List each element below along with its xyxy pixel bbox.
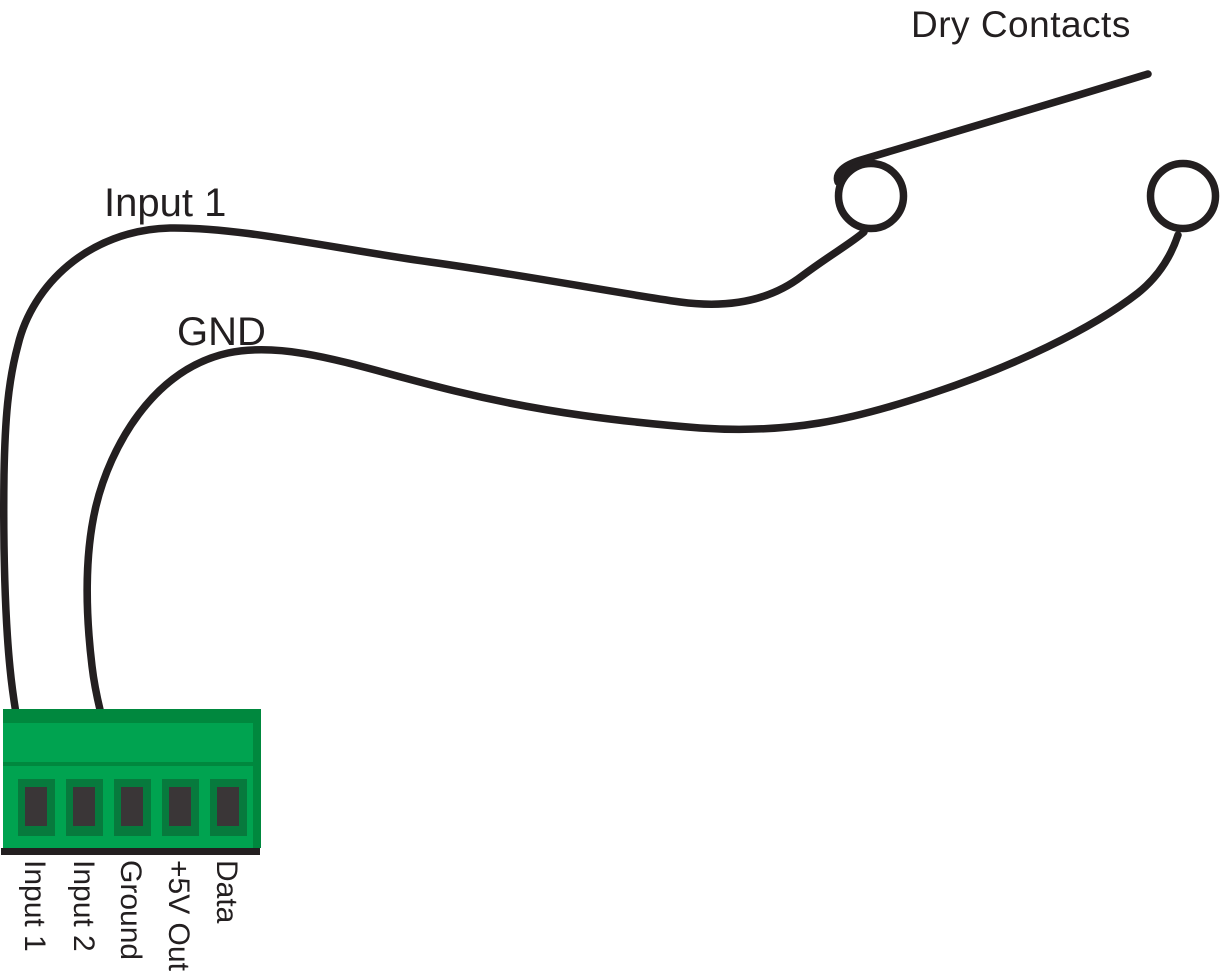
terminal-2 (66, 779, 103, 836)
gnd-wire (83, 231, 1182, 822)
terminal-2-label: Input 2 (67, 860, 100, 952)
terminal-4-slot (169, 787, 191, 826)
terminal-5 (210, 779, 247, 836)
terminal-3 (114, 779, 151, 836)
terminal-2-slot (73, 787, 95, 826)
switch-contact-right-icon (1146, 159, 1220, 233)
terminal-block-base-line (1, 848, 260, 855)
terminal-block (3, 709, 261, 848)
terminal-1 (18, 779, 55, 836)
terminal-1-slot (25, 787, 47, 826)
switch-contact-left-icon (834, 159, 908, 233)
input1-wire (0, 224, 868, 822)
input1-wire-label: Input 1 (104, 181, 227, 225)
terminal-5-label: Data (210, 860, 243, 924)
terminal-4-label: +5V Out (162, 860, 195, 971)
terminal-5-slot (217, 787, 239, 826)
terminal-block-right-edge (253, 723, 261, 848)
terminal-3-label: Ground (114, 860, 147, 961)
switch-lever (833, 70, 1152, 186)
terminal-3-slot (121, 787, 143, 826)
terminal-block-seam (3, 762, 261, 766)
terminal-block-top-edge (3, 709, 261, 723)
gnd-wire-label: GND (177, 310, 266, 354)
terminal-4 (162, 779, 199, 836)
dry-contacts-label: Dry Contacts (911, 4, 1131, 45)
terminal-1-label: Input 1 (18, 860, 51, 952)
